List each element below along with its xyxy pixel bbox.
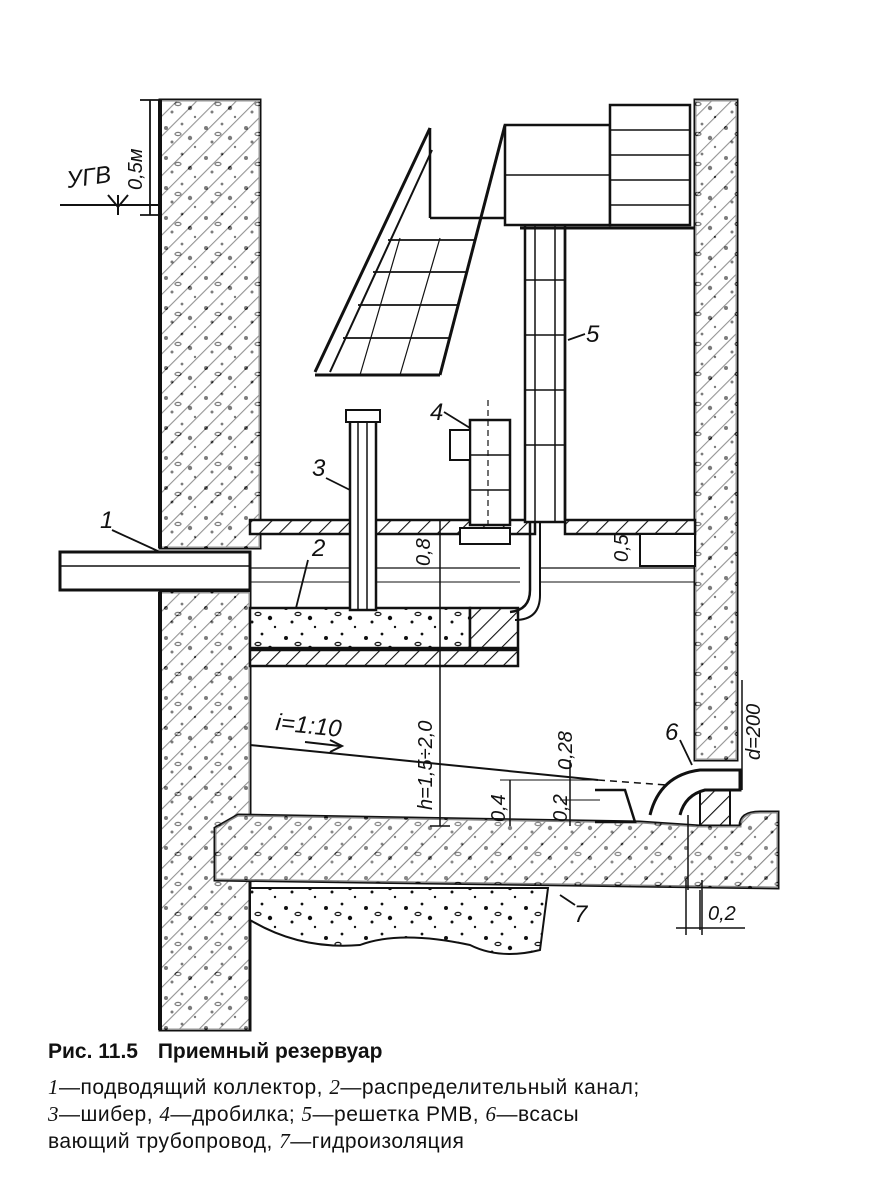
bottom-slab (213, 810, 780, 890)
dim-0-5m-label: 0,5м (125, 148, 147, 190)
slope-label: i=1:10 (274, 709, 343, 743)
callout-6: 6 (665, 719, 679, 746)
waterproofing-layer (249, 887, 550, 955)
suction-pipe (595, 768, 742, 930)
callout-5: 5 (586, 321, 600, 348)
crusher (449, 400, 512, 545)
callout-7: 7 (574, 901, 589, 928)
callout-3: 3 (312, 455, 326, 482)
figure-caption: Рис. 11.5 Приемный резервуар 1—подводящи… (48, 1040, 848, 1155)
distribution-channel (248, 606, 520, 668)
callout-2: 2 (311, 535, 325, 562)
receiving-tank-drawing: УГВ 0,5м 1 2 3 (58, 98, 780, 1032)
upper-room (503, 103, 695, 520)
sluice-gate (345, 409, 381, 612)
water-level-lines (250, 567, 695, 583)
callout-1: 1 (100, 507, 113, 534)
caption-title-line: Рис. 11.5 Приемный резервуар (48, 1040, 848, 1064)
right-wall (693, 98, 739, 831)
inlet-collector-pipe (58, 550, 252, 592)
dim-0-2-label: 0,2 (708, 903, 736, 925)
dim-0-4-label: 0,4 (488, 794, 510, 822)
dim-h-label: h=1,5÷2,0 (415, 721, 437, 810)
stairs (313, 124, 507, 377)
dim-0-28-label: 0,28 (555, 731, 577, 770)
slope-line (249, 739, 681, 787)
groundwater-level-marker (60, 99, 160, 216)
dim-d-label: d=200 (743, 704, 765, 760)
callout-4: 4 (430, 399, 443, 426)
dimension-small-levels (500, 760, 600, 826)
dim-0-8-label: 0,8 (413, 538, 435, 566)
ugv-label: УГВ (64, 161, 113, 194)
dimension-h (430, 519, 450, 827)
figure-legend: 1—подводящий коллектор, 2—распределитель… (48, 1075, 640, 1153)
figure-title: Приемный резервуар (157, 1040, 383, 1063)
dimension-0-2-bottom (676, 880, 745, 935)
left-wall (158, 98, 262, 1032)
dim-0-2-small-label: 0,2 (550, 794, 572, 822)
dim-0-5-label: 0,5 (611, 533, 633, 562)
figure-number: Рис. 11.5 (48, 1040, 138, 1063)
screen-rmv (509, 220, 567, 621)
